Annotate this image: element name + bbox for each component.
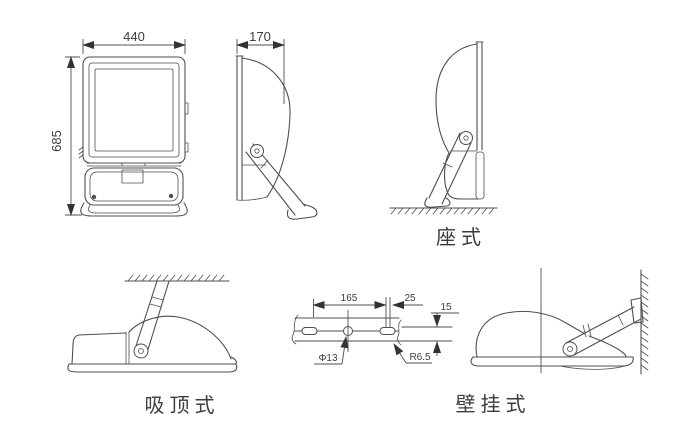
seat-ground-hatch: [390, 207, 495, 215]
dim-15-label: 15: [440, 302, 452, 313]
dim-685-label: 685: [49, 130, 64, 152]
side-view: 170: [235, 29, 318, 220]
seat-body-curve: [435, 43, 478, 154]
dim-25-label: 25: [404, 293, 416, 304]
seat-gearbox: [444, 152, 479, 200]
wall-bracket-plate: [630, 297, 644, 324]
seat-endcap: [475, 151, 485, 200]
wall-view: 壁挂式: [456, 268, 649, 416]
ceiling-arm-folds: [149, 296, 164, 308]
bracket-right-slot: [379, 327, 396, 335]
wall-label: 壁挂式: [456, 393, 531, 416]
seat-arm-fold: [442, 162, 453, 168]
seat-stand-foot: [424, 197, 451, 208]
bracket-left-slot: [301, 327, 318, 335]
ceiling-hatch: [127, 274, 225, 282]
ceiling-junction: [125, 331, 130, 365]
front-right-clips: [184, 102, 189, 153]
front-gearbox-inner: [89, 171, 179, 202]
side-pivot-center: [254, 148, 260, 154]
wall-arm-fold: [617, 314, 624, 326]
front-nameplate: [121, 169, 144, 184]
ceiling-label: 吸顶式: [145, 394, 220, 417]
front-glass: [94, 68, 174, 152]
side-stand-foot: [286, 203, 318, 220]
radius-dim-label: R6.5: [409, 352, 431, 363]
wall-hatch: [640, 273, 649, 371]
wall-faceplate: [470, 356, 634, 367]
side-body-curve: [241, 57, 291, 198]
bracket-left-break: [291, 314, 299, 345]
bracket-detail-view: 165 25 15 Φ13 R6.5: [291, 293, 459, 365]
dim-440-label: 440: [123, 29, 145, 44]
seat-pivot-center: [463, 135, 469, 141]
seat-stand-arm: [428, 132, 472, 205]
seat-pivot: [459, 131, 473, 145]
ceiling-arm: [134, 280, 170, 354]
front-gearbox-outline: [84, 167, 184, 206]
front-base-skirt: [80, 202, 188, 217]
seat-label: 座式: [436, 226, 486, 249]
wall-pivot: [562, 341, 578, 357]
hole-dim-leader: [340, 336, 349, 365]
dim-170-extensions: [236, 39, 285, 104]
wall-gearbox: [588, 335, 627, 358]
side-pivot: [250, 144, 264, 158]
ceiling-view: 吸顶式: [67, 274, 238, 417]
front-screw-right: [168, 193, 174, 199]
wall-faceplate-arc: [559, 365, 626, 370]
side-body-bottom: [236, 164, 268, 201]
hole-dim-label: Φ13: [318, 353, 338, 364]
ceiling-pivot: [133, 343, 149, 359]
dim-685-extensions: [65, 56, 82, 216]
front-head-outline: [82, 56, 186, 164]
wall-dome: [475, 310, 586, 358]
wall-arm: [565, 306, 642, 356]
seat-face-plate: [475, 41, 484, 151]
dim-170-label: 170: [249, 29, 271, 44]
front-screw-left: [91, 194, 97, 200]
wall-pivot-center: [567, 346, 573, 352]
front-view: 440 685: [49, 29, 189, 217]
dim-165-label: 165: [341, 293, 358, 304]
front-base-inner: [88, 204, 180, 214]
bracket-right-break: [396, 319, 402, 346]
ceiling-faceplate: [67, 356, 238, 373]
side-arm-fold: [260, 159, 269, 169]
ceiling-dome: [128, 315, 232, 360]
seat-view: 座式: [389, 41, 498, 249]
bracket-plate-lines: [294, 317, 453, 342]
front-head-bezel: [88, 62, 180, 158]
side-face-plate: [235, 55, 244, 201]
ceiling-gearbox: [71, 332, 127, 365]
ceiling-pivot-center: [138, 348, 144, 354]
front-left-clip-ticks: [78, 146, 84, 159]
front-junction-band: [86, 162, 182, 167]
radius-dim-leader: [393, 343, 407, 364]
